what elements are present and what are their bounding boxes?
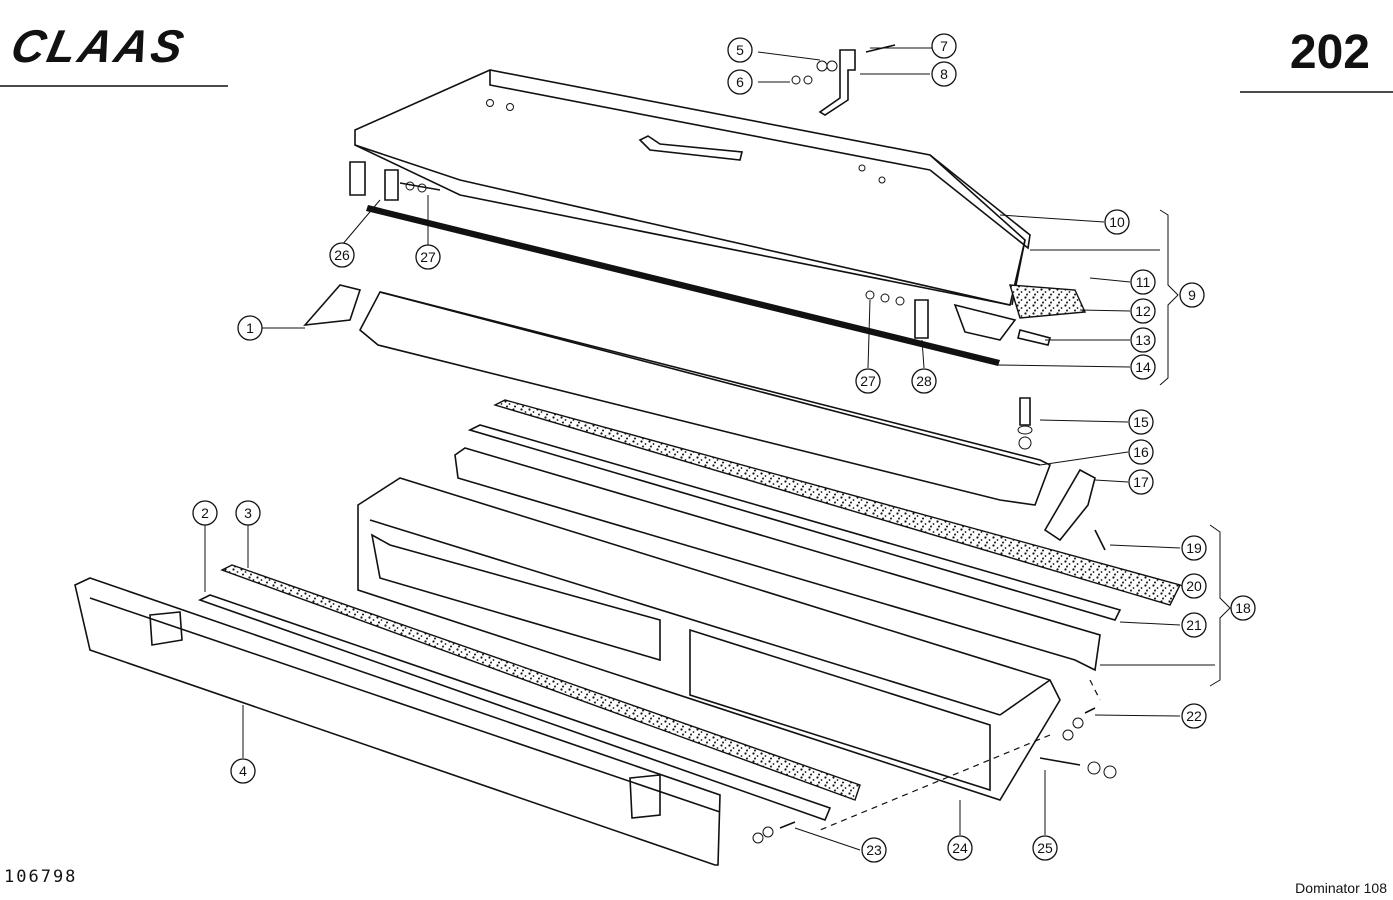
callout-28: 28 xyxy=(911,368,937,394)
callout-16: 16 xyxy=(1128,439,1154,465)
callout-28-label: 28 xyxy=(916,373,932,389)
callout-2-label: 2 xyxy=(201,505,209,521)
callout-20: 20 xyxy=(1181,573,1207,599)
callout-24-label: 24 xyxy=(952,840,968,856)
angle-18 xyxy=(454,447,1101,672)
callout-21: 21 xyxy=(1181,612,1207,638)
callout-17-label: 17 xyxy=(1133,474,1149,490)
bracket-17 xyxy=(1043,468,1096,542)
hardware xyxy=(752,397,1117,844)
callout-7-label: 7 xyxy=(940,38,948,54)
callout-17: 17 xyxy=(1128,469,1154,495)
brand-logo-text: CLAAS xyxy=(7,20,191,71)
callout-27-upper: 27 xyxy=(415,244,441,270)
long-angle-4 xyxy=(74,577,721,866)
callout-19: 19 xyxy=(1181,535,1207,561)
callout-2: 2 xyxy=(192,500,218,526)
leader-lines xyxy=(204,47,1231,851)
main-frame-24 xyxy=(357,477,1061,801)
callout-9: 9 xyxy=(1179,282,1205,308)
callout-27-upper-label: 27 xyxy=(420,249,436,265)
brand-logo: CLAAS xyxy=(0,20,228,87)
strip-21 xyxy=(467,424,1122,621)
callout-22-label: 22 xyxy=(1186,708,1202,724)
callout-7: 7 xyxy=(931,33,957,59)
callout-24: 24 xyxy=(947,835,973,861)
callout-18-label: 18 xyxy=(1235,600,1251,616)
callout-15: 15 xyxy=(1128,409,1154,435)
callout-15-label: 15 xyxy=(1133,414,1149,430)
callout-14-label: 14 xyxy=(1135,359,1151,375)
callout-14: 14 xyxy=(1130,354,1156,380)
callout-16-label: 16 xyxy=(1133,444,1149,460)
callout-1: 1 xyxy=(237,315,263,341)
callout-11: 11 xyxy=(1130,269,1156,295)
callout-19-label: 19 xyxy=(1186,540,1202,556)
callout-8-label: 8 xyxy=(940,66,948,82)
callout-6: 6 xyxy=(727,69,753,95)
strip-2 xyxy=(197,594,832,822)
angle-strip xyxy=(358,291,1052,506)
callout-8: 8 xyxy=(931,61,957,87)
callout-5: 5 xyxy=(727,37,753,63)
bracket-1 xyxy=(303,284,362,327)
callout-12: 12 xyxy=(1130,298,1156,324)
seal-strip-3 xyxy=(220,564,861,801)
model-name: Dominator 108 xyxy=(1295,880,1387,896)
callout-25-label: 25 xyxy=(1037,840,1053,856)
callout-22: 22 xyxy=(1181,703,1207,729)
callout-25: 25 xyxy=(1032,835,1058,861)
callout-13-label: 13 xyxy=(1135,332,1151,348)
callout-4-label: 4 xyxy=(239,763,247,779)
callout-23-label: 23 xyxy=(866,842,882,858)
callout-26: 26 xyxy=(329,242,355,268)
upper-cover-assembly xyxy=(349,44,1087,366)
callout-26-label: 26 xyxy=(334,247,350,263)
callout-27-lower: 27 xyxy=(855,368,881,394)
callout-13: 13 xyxy=(1130,327,1156,353)
callout-5-label: 5 xyxy=(736,42,744,58)
page-number: 202 xyxy=(1290,26,1370,79)
callout-20-label: 20 xyxy=(1186,578,1202,594)
callout-10-label: 10 xyxy=(1109,214,1125,230)
page-number-block: 202 xyxy=(1240,26,1393,93)
callout-4: 4 xyxy=(230,758,256,784)
callout-10: 10 xyxy=(1104,209,1130,235)
callout-27-lower-label: 27 xyxy=(860,373,876,389)
callout-6-label: 6 xyxy=(736,74,744,90)
callout-12-label: 12 xyxy=(1135,303,1151,319)
callout-3: 3 xyxy=(235,500,261,526)
callout-23: 23 xyxy=(861,837,887,863)
callout-3-label: 3 xyxy=(244,505,252,521)
callout-9-label: 9 xyxy=(1188,287,1196,303)
callout-1-label: 1 xyxy=(246,320,254,336)
callout-11-label: 11 xyxy=(1136,274,1151,290)
callout-21-label: 21 xyxy=(1186,617,1202,633)
figure-number: 106798 xyxy=(4,867,77,887)
callout-18: 18 xyxy=(1230,595,1256,621)
